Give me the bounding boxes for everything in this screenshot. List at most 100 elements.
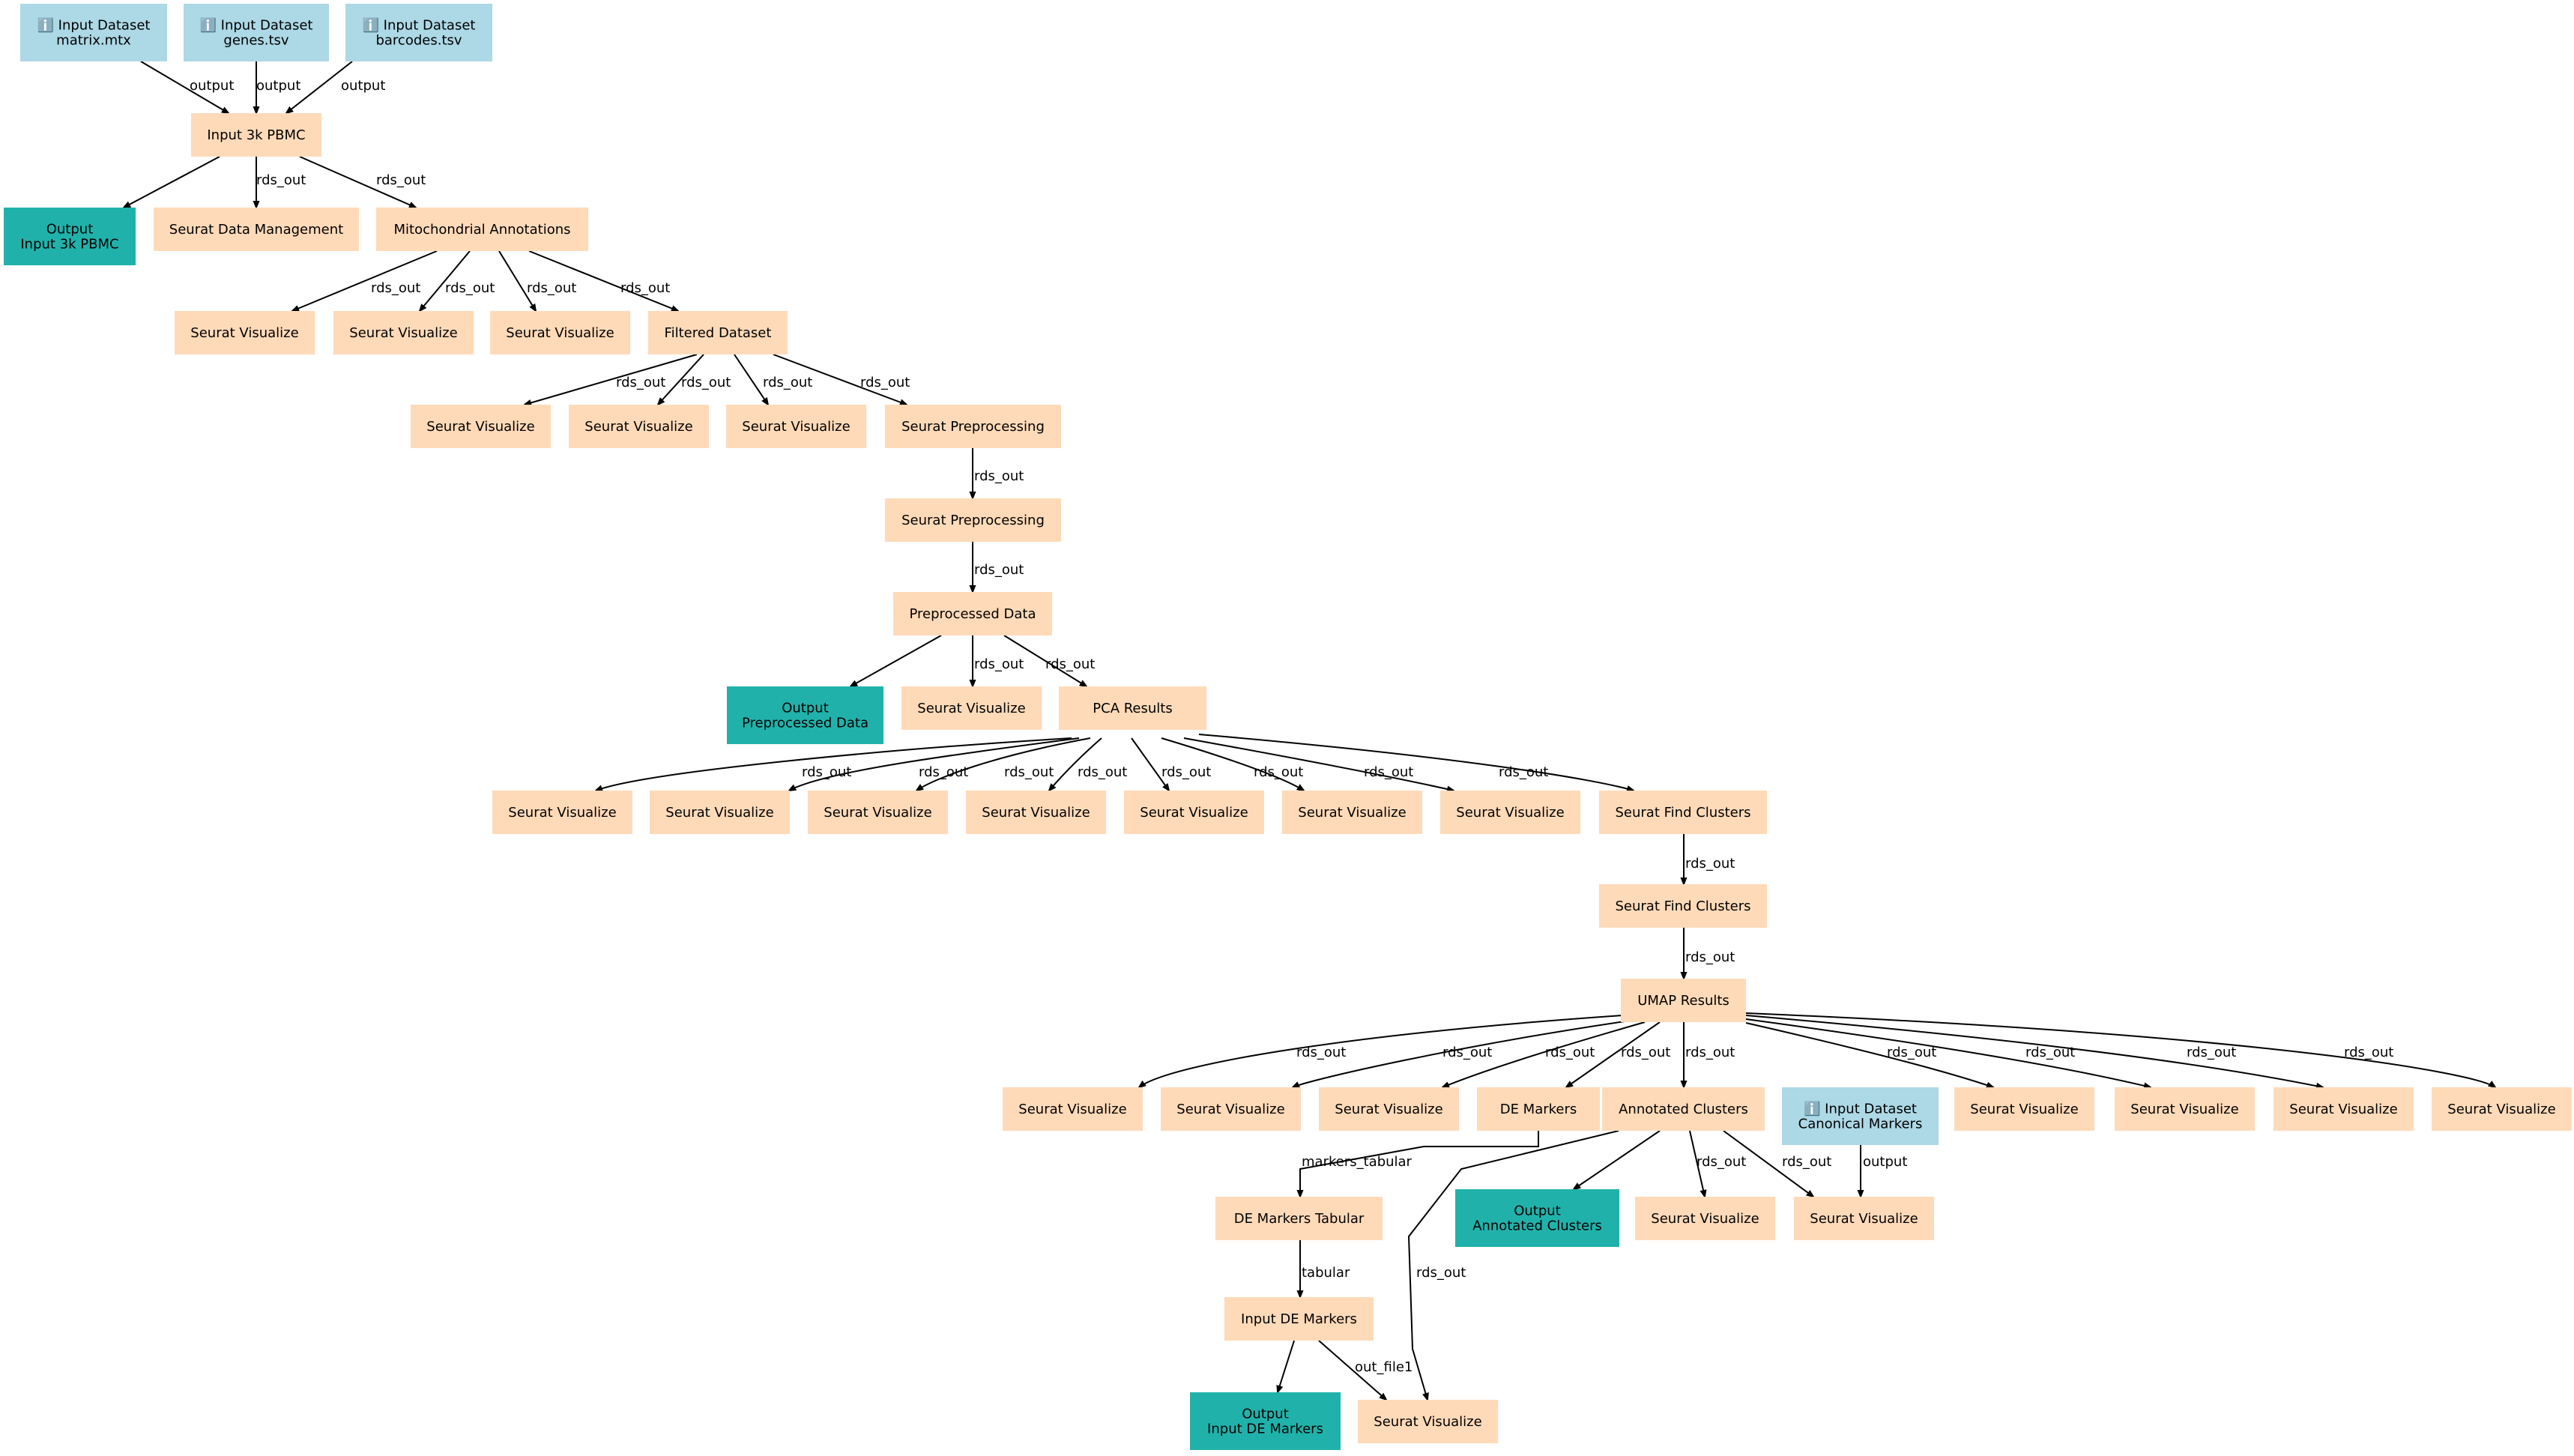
node-box[interactable] — [376, 208, 588, 251]
node-box[interactable] — [1190, 1392, 1341, 1450]
node-box[interactable] — [184, 4, 329, 61]
node-box[interactable] — [333, 311, 474, 354]
node-box[interactable] — [648, 311, 788, 354]
node-tool-seurat-visualize[interactable]: Seurat Visualize — [1954, 1087, 2094, 1131]
node-tool-seurat-visualize[interactable]: Seurat Visualize — [1319, 1087, 1459, 1131]
node-tool-seurat-visualize[interactable]: Seurat Visualize — [2274, 1087, 2414, 1131]
node-box[interactable] — [966, 791, 1106, 834]
node-tool-seurat-preprocessing[interactable]: Seurat Preprocessing — [885, 405, 1061, 448]
node-box[interactable] — [1599, 791, 1767, 834]
node-box[interactable] — [2274, 1087, 2414, 1131]
node-box[interactable] — [1782, 1087, 1939, 1145]
node-tool-seurat-visualize[interactable]: Seurat Visualize — [490, 311, 630, 354]
node-box[interactable] — [893, 592, 1052, 635]
node-box[interactable] — [808, 791, 948, 834]
node-tool-seurat-visualize[interactable]: Seurat Visualize — [808, 791, 948, 834]
node-box[interactable] — [1003, 1087, 1143, 1131]
node-tool-seurat-visualize[interactable]: Seurat Visualize — [2115, 1087, 2255, 1131]
node-tool-input-de-markers[interactable]: Input DE Markers — [1224, 1297, 1374, 1341]
node-tool-filtered-dataset[interactable]: Filtered Dataset — [648, 311, 788, 354]
node-tool-seurat-preprocessing[interactable]: Seurat Preprocessing — [885, 498, 1061, 542]
node-tool-seurat-visualize[interactable]: Seurat Visualize — [650, 791, 790, 834]
node-box[interactable] — [1477, 1087, 1600, 1131]
node-box[interactable] — [726, 405, 866, 448]
node-tool-input-3k-pbmc[interactable]: Input 3k PBMC — [191, 113, 321, 157]
node-tool-mitochondrial-annotations[interactable]: Mitochondrial Annotations — [376, 208, 588, 251]
node-box[interactable] — [1599, 884, 1767, 928]
node-tool-seurat-visualize[interactable]: Seurat Visualize — [1635, 1197, 1775, 1240]
node-tool-seurat-visualize[interactable]: Seurat Visualize — [1282, 791, 1422, 834]
node-tool-seurat-visualize[interactable]: Seurat Visualize — [726, 405, 866, 448]
node-box[interactable] — [1621, 979, 1746, 1022]
node-tool-umap-results[interactable]: UMAP Results — [1621, 979, 1746, 1022]
node-box[interactable] — [727, 686, 883, 744]
node-box[interactable] — [1635, 1197, 1775, 1240]
node-tool-seurat-visualize[interactable]: Seurat Visualize — [901, 686, 1042, 730]
node-box[interactable] — [1282, 791, 1422, 834]
node-tool-seurat-visualize[interactable]: Seurat Visualize — [333, 311, 474, 354]
node-tool-seurat-visualize[interactable]: Seurat Visualize — [411, 405, 551, 448]
node-box[interactable] — [154, 208, 359, 251]
node-tool-seurat-visualize[interactable]: Seurat Visualize — [2432, 1087, 2572, 1131]
node-box[interactable] — [885, 498, 1061, 542]
node-box[interactable] — [1215, 1197, 1383, 1240]
edge-label: rds_out — [371, 280, 420, 296]
node-box[interactable] — [4, 208, 136, 265]
node-box[interactable] — [1319, 1087, 1459, 1131]
node-box[interactable] — [885, 405, 1061, 448]
node-tool-seurat-visualize[interactable]: Seurat Visualize — [1358, 1400, 1498, 1443]
edge-label: rds_out — [1045, 656, 1095, 672]
node-tool-seurat-visualize[interactable]: Seurat Visualize — [1003, 1087, 1143, 1131]
node-box[interactable] — [490, 311, 630, 354]
node-label: Seurat Visualize — [1176, 1102, 1284, 1117]
edge-n17-n25: rds_out — [1198, 734, 1634, 791]
node-tool-preprocessed-data[interactable]: Preprocessed Data — [893, 592, 1052, 635]
node-box[interactable] — [1794, 1197, 1934, 1240]
node-tool-seurat-visualize[interactable]: Seurat Visualize — [492, 791, 632, 834]
edge-n5-n9: rds_out — [528, 250, 678, 312]
node-box[interactable] — [1440, 791, 1580, 834]
node-tool-seurat-visualize[interactable]: Seurat Visualize — [1161, 1087, 1301, 1131]
node-tool-seurat-find-clusters[interactable]: Seurat Find Clusters — [1599, 884, 1767, 928]
node-tool-seurat-visualize[interactable]: Seurat Visualize — [569, 405, 709, 448]
node-tool-seurat-visualize[interactable]: Seurat Visualize — [966, 791, 1106, 834]
node-box[interactable] — [2432, 1087, 2572, 1131]
node-tool-seurat-data-management[interactable]: Seurat Data Management — [154, 208, 359, 251]
node-tool-de-markers-tabular[interactable]: DE Markers Tabular — [1215, 1197, 1383, 1240]
node-tool-seurat-visualize[interactable]: Seurat Visualize — [1124, 791, 1264, 834]
node-box[interactable] — [569, 405, 709, 448]
node-box[interactable] — [345, 4, 492, 61]
node-box[interactable] — [411, 405, 551, 448]
node-box[interactable] — [1455, 1189, 1619, 1247]
node-tool-seurat-visualize[interactable]: Seurat Visualize — [175, 311, 315, 354]
node-box[interactable] — [650, 791, 790, 834]
node-box[interactable] — [20, 4, 167, 61]
node-box[interactable] — [1161, 1087, 1301, 1131]
node-tool-de-markers[interactable]: DE Markers — [1477, 1087, 1600, 1131]
node-box[interactable] — [1059, 686, 1206, 730]
node-tool-seurat-visualize[interactable]: Seurat Visualize — [1440, 791, 1580, 834]
node-box[interactable] — [1954, 1087, 2094, 1131]
node-box[interactable] — [901, 686, 1042, 730]
node-tool-pca-results[interactable]: PCA Results — [1059, 686, 1206, 730]
node-box[interactable] — [1358, 1400, 1498, 1443]
node-tool-seurat-visualize[interactable]: Seurat Visualize — [1794, 1197, 1934, 1240]
node-tool-seurat-find-clusters[interactable]: Seurat Find Clusters — [1599, 791, 1767, 834]
node-box[interactable] — [2115, 1087, 2255, 1131]
node-box[interactable] — [191, 113, 321, 157]
node-box[interactable] — [1224, 1297, 1374, 1341]
edge-n15-n17: rds_out — [1003, 635, 1095, 686]
node-box[interactable] — [175, 311, 315, 354]
node-tool-annotated-clusters[interactable]: Annotated Clusters — [1602, 1087, 1765, 1131]
node-box[interactable] — [1124, 791, 1264, 834]
node-box[interactable] — [1602, 1087, 1765, 1131]
node-box[interactable] — [492, 791, 632, 834]
